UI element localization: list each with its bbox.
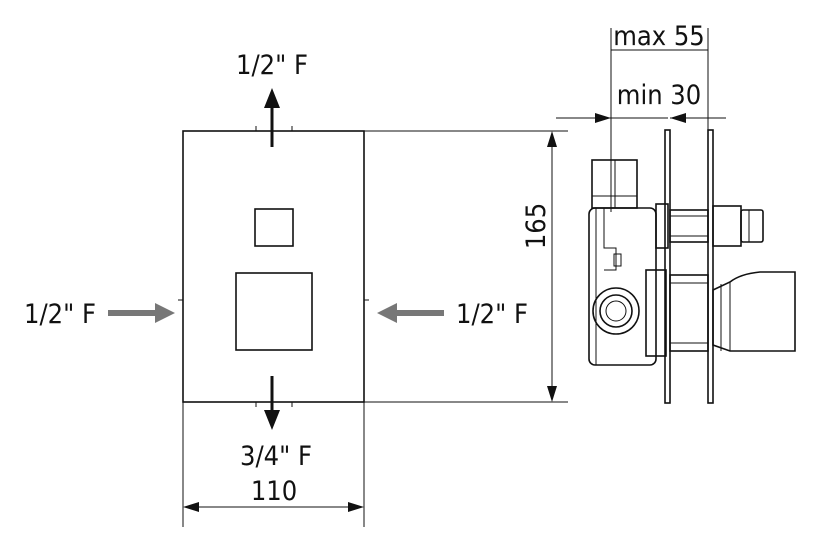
wall-plate-rear [664,129,671,404]
width-dimension [182,402,365,527]
diverter-knob-square [254,208,294,247]
bottom-outlet-arrow [264,376,280,430]
side-view [588,129,796,404]
side-inlet-fitting [592,287,640,335]
bottom-outlet-label: 3/4" F [240,441,312,472]
width-label: 110 [251,476,297,507]
left-inlet-arrow [108,303,175,323]
top-inlet-arrow [264,88,280,147]
diverter-stem [669,209,709,243]
height-dimension [364,130,568,403]
diverter-stem-collar [655,203,669,249]
left-inlet-label: 1/2" F [24,299,96,330]
cartridge-stem [669,274,709,352]
cartridge-housing [645,269,667,357]
wall-plate-front [707,129,714,404]
diverter-knob [712,205,742,247]
depth-min-label: min 30 [617,80,701,111]
front-view [178,126,369,407]
depth-dimension-max [610,28,709,212]
right-inlet-label: 1/2" F [456,299,528,330]
height-label: 165 [521,203,552,249]
diverter-knob-cap [740,209,764,243]
handle-lever [712,271,796,352]
right-inlet-arrow [377,303,444,323]
depth-max-label: max 55 [613,21,705,52]
cover-plate [182,130,365,403]
depth-dimension-min [556,113,726,123]
handle-square [235,272,313,351]
top-inlet-label: 1/2" F [236,50,308,81]
